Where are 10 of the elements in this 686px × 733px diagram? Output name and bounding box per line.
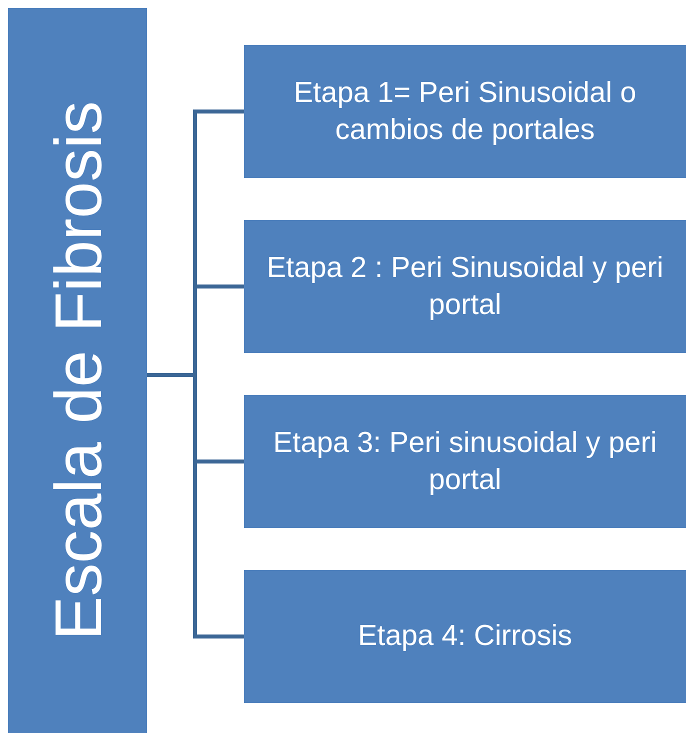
stage-text: Etapa 1= Peri Sinusoidal o cambios de portales <box>292 76 638 148</box>
title-bar <box>8 8 147 733</box>
stage-text: Etapa 4: Cirrosis <box>356 619 574 654</box>
stage-box <box>244 570 686 703</box>
stage-box <box>244 220 686 353</box>
stage-box <box>244 395 686 528</box>
title-text: Escala de Fibrosis <box>44 100 110 640</box>
stage-box <box>244 45 686 178</box>
stage-text: Etapa 3: Peri sinusoidal y peri portal <box>272 426 658 498</box>
stage-text: Etapa 2 : Peri Sinusoidal y peri portal <box>266 251 664 322</box>
